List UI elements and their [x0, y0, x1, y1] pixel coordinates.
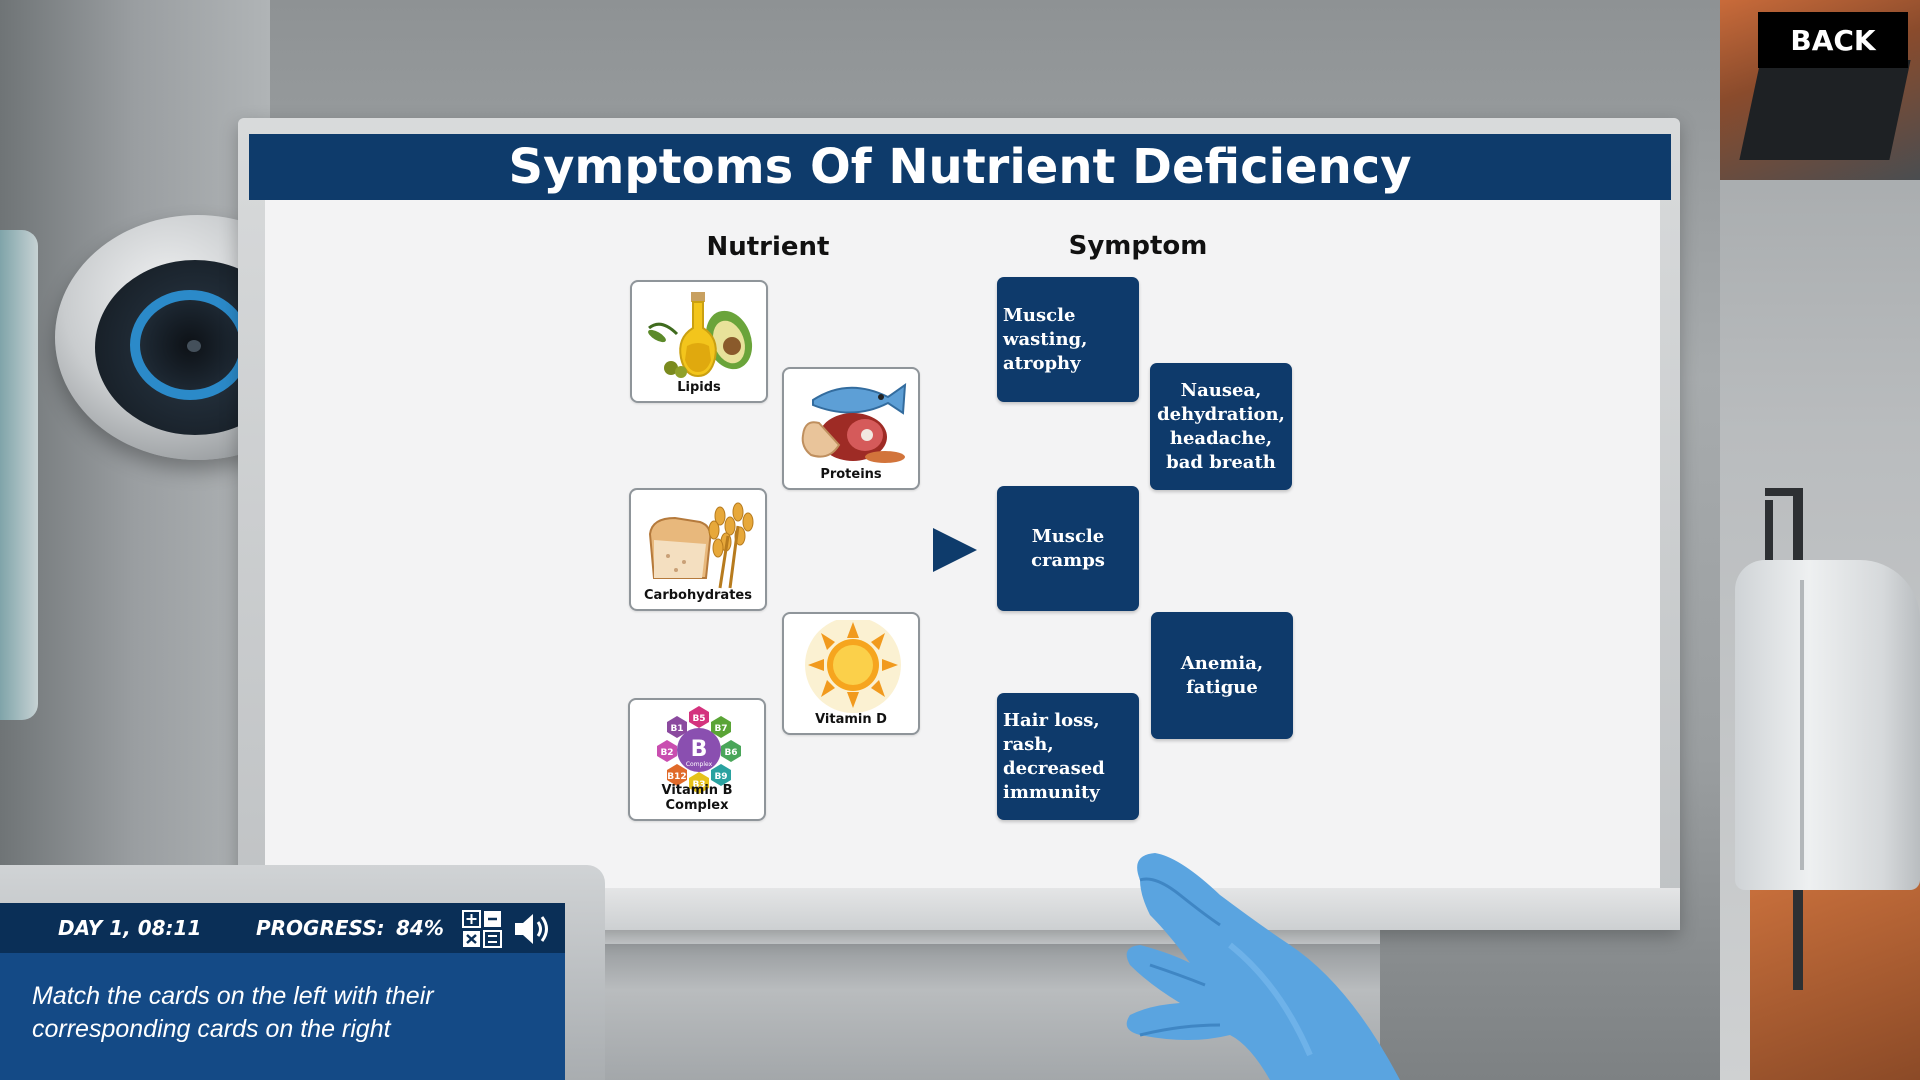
hex-b7: B7: [714, 724, 727, 734]
lab-coat-fold: [1800, 580, 1804, 870]
hex-b1: B1: [670, 724, 683, 734]
day-time: DAY 1, 08:11: [58, 916, 202, 940]
symptom-card-muscle-wasting[interactable]: Muscle wasting, atrophy: [997, 277, 1139, 402]
progress-value: 84%: [396, 916, 444, 940]
board-header: [249, 134, 1671, 200]
nutrient-label: Proteins: [820, 467, 882, 482]
nutrient-label: Carbohydrates: [644, 588, 752, 603]
hex-b3: B3: [692, 780, 705, 790]
speaker-icon[interactable]: [512, 910, 552, 948]
symptom-heading: Symptom: [1068, 231, 1208, 261]
sun-icon: [805, 620, 901, 713]
nutrient-label: Vitamin B Complex: [661, 783, 733, 813]
nutrient-label: Vitamin D: [815, 712, 887, 727]
symptom-card-muscle-cramps[interactable]: Muscle cramps: [997, 486, 1139, 611]
symptom-label: Anemia, fatigue: [1180, 652, 1264, 698]
progress-label: PROGRESS:: [256, 916, 385, 940]
gloved-hand: [1126, 853, 1400, 1080]
symptom-card-hair-loss[interactable]: Hair loss, rash, decreased immunity: [997, 693, 1139, 820]
oil-avocado-icon: [648, 292, 753, 378]
bread-wheat-icon: [648, 502, 754, 589]
nutrient-card-carbohydrates[interactable]: Carbohydrates: [629, 488, 767, 611]
coat-stand-arm: [1765, 500, 1773, 580]
symptom-card-anemia[interactable]: Anemia, fatigue: [1151, 612, 1293, 739]
symptom-label: Muscle wasting, atrophy: [1003, 304, 1088, 374]
symptom-label: Nausea, dehydration, headache, bad breat…: [1157, 379, 1285, 473]
board-title: Symptoms Of Nutrient Deficiency: [508, 139, 1412, 195]
back-button[interactable]: BACK: [1758, 12, 1908, 68]
background-machine-screen: [1739, 60, 1911, 160]
calculator-icon[interactable]: [462, 910, 502, 948]
background-orange-panel: [1750, 880, 1920, 1080]
hex-b2: B2: [660, 748, 673, 758]
nutrient-card-vitamin-d[interactable]: Vitamin D: [782, 612, 920, 735]
nutrient-label: Lipids: [677, 380, 721, 395]
vitamin-b-complex-icon: B5 B1 B7 B2 B6 B12 B9 B3 B Complex: [657, 706, 741, 794]
symptom-label: Hair loss, rash, decreased immunity: [1003, 709, 1105, 803]
hex-center-sub: Complex: [686, 761, 713, 768]
instruction-text: Match the cards on the left with their c…: [32, 982, 434, 1043]
hex-b6: B6: [724, 748, 737, 758]
nutrient-card-vitamin-b-complex[interactable]: B5 B1 B7 B2 B6 B12 B9 B3 B Complex Vitam…: [628, 698, 766, 821]
fish-meat-icon: [801, 382, 907, 463]
nutrient-heading: Nutrient: [706, 232, 830, 262]
background-door-edge: [0, 230, 38, 720]
hex-b12: B12: [667, 772, 686, 782]
symptom-card-nausea[interactable]: Nausea, dehydration, headache, bad breat…: [1150, 363, 1292, 490]
hex-b5: B5: [692, 714, 705, 724]
instruction-panel: [0, 953, 565, 1080]
play-arrow-icon: [933, 528, 977, 572]
symptom-label: Muscle cramps: [1031, 525, 1105, 571]
lab-coat: [1735, 560, 1920, 890]
coat-stand-top: [1765, 488, 1803, 496]
hex-center-b: B: [691, 737, 708, 762]
nutrient-card-lipids[interactable]: Lipids: [630, 280, 768, 403]
hex-b9: B9: [714, 772, 727, 782]
nutrient-card-proteins[interactable]: Proteins: [782, 367, 920, 490]
